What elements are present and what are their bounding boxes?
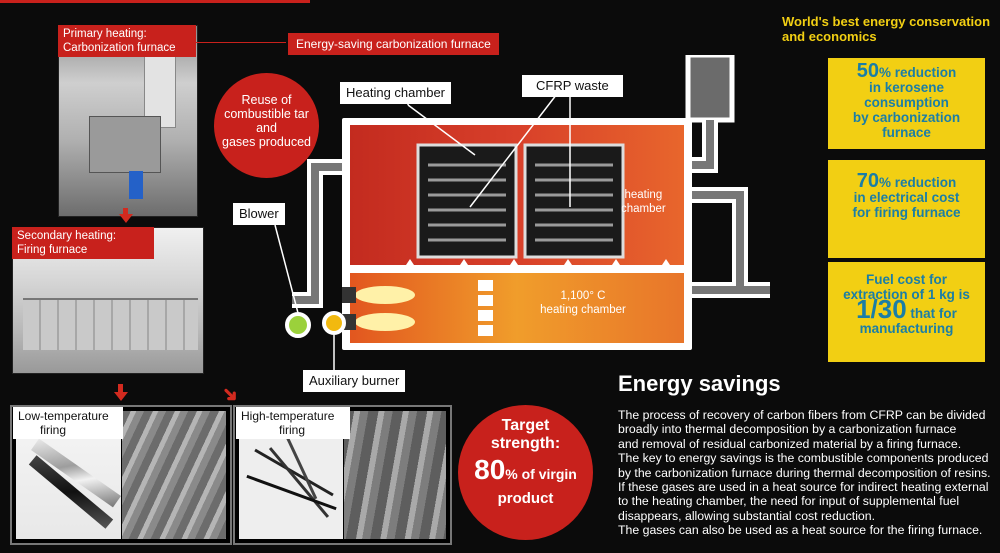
energy-savings-title: Energy savings (618, 371, 781, 396)
arrow-down-1-stem (123, 208, 128, 216)
fact-electrical-row1: 70% reduction (856, 170, 957, 192)
body-line: The gases can also be used as a heat sou… (618, 523, 983, 538)
cfrp-waste-label: CFRP waste (522, 75, 623, 97)
body-line: disappears, allowing substantial cost re… (618, 508, 876, 523)
body-line: The process of recovery of carbon fibers… (618, 408, 986, 422)
target-line2: strength: (490, 435, 561, 452)
body-line: and removal of residual carbonized mater… (618, 436, 962, 451)
fiber-strand (246, 474, 337, 511)
body-line: broadly into thermal decomposition by a … (618, 422, 957, 437)
firing-furnace-body (23, 298, 198, 350)
body-line: The key to energy savings is the combust… (618, 451, 989, 466)
carbonization-furnace-photo (58, 25, 198, 217)
target-line4: product (497, 490, 554, 507)
target-line1: Target (501, 417, 550, 434)
burner-nozzle-1 (342, 287, 356, 303)
energy-savings-body: The process of recovery of carbon fibers… (618, 408, 996, 538)
fact-electrical: 70% reduction in electrical cost for fir… (828, 160, 985, 258)
fact-kerosene: 50% reduction in kerosene consumption by… (828, 58, 985, 149)
right-chamber-label: heating chamber (621, 189, 666, 215)
arrow-down-2 (114, 392, 128, 401)
low-temp-micro-2 (122, 411, 226, 539)
refractory-blocks (478, 280, 493, 336)
flame-1 (355, 286, 415, 304)
body-line: If these gases are used in a heat source… (618, 480, 989, 495)
top-rule (0, 0, 310, 3)
arrow-down-2-stem (118, 384, 123, 394)
target-unit: % of virgin (505, 466, 577, 482)
arrow-down-1 (119, 214, 133, 223)
target-strength-circle: Target strength: 80% of virgin product (458, 405, 593, 540)
primary-heating-label: Primary heating: Carbonization furnace (58, 25, 196, 57)
furnace-body-shape (89, 116, 161, 173)
headline: World's best energy conservation and eco… (782, 14, 990, 44)
high-temp-micro-2 (344, 411, 446, 539)
trays-2 (535, 163, 613, 242)
high-temp-label: High-temperature firing (236, 407, 350, 439)
fact-fuel-cost-row3: 1/30 that for (856, 294, 957, 324)
gas-pipe-inner (292, 163, 345, 304)
blower-pointer (274, 224, 299, 314)
blower-label: Blower (233, 203, 285, 225)
bottom-chamber-label: 1,100° C heating chamber (540, 290, 626, 316)
headline-line2: and economics (782, 29, 877, 44)
return-pipe (688, 187, 770, 298)
connector-line (196, 42, 286, 43)
furnace-diagram (274, 55, 770, 370)
exhaust-pipe-inner (688, 120, 714, 169)
flame-2 (355, 313, 415, 331)
fact-fuel-cost: Fuel cost for extraction of 1 kg is 1/30… (828, 262, 985, 362)
lower-chamber (350, 273, 684, 343)
fact-kerosene-row1: 50% reduction (856, 60, 957, 82)
chimney (685, 55, 735, 123)
target-value: 80 (474, 454, 506, 485)
low-temp-label: Low-temperature firing (13, 407, 123, 439)
trays-1 (428, 163, 506, 242)
heating-chamber-label: Heating chamber (340, 82, 451, 104)
auxiliary-burner (322, 311, 346, 335)
reuse-bubble: Reuse of combustible tar and gases produ… (214, 73, 319, 178)
body-line: to the heating chamber, the need for inp… (618, 494, 960, 509)
return-pipe-inner (688, 191, 770, 294)
target-value-row: 80% of virgin (458, 453, 593, 491)
secondary-heating-label: Secondary heating: Firing furnace (12, 227, 154, 259)
energy-saving-label: Energy-saving carbonization furnace (288, 33, 499, 55)
auxiliary-burner-label: Auxiliary burner (303, 370, 406, 392)
fiber-strand (268, 447, 330, 518)
body-line: by the carbonization furnace during ther… (618, 465, 991, 480)
blower (285, 312, 311, 338)
furnace-tank-shape (129, 171, 143, 199)
pointer-lines (407, 89, 571, 208)
heat-arrows (406, 259, 670, 270)
headline-line1: World's best energy conservation (782, 14, 991, 29)
